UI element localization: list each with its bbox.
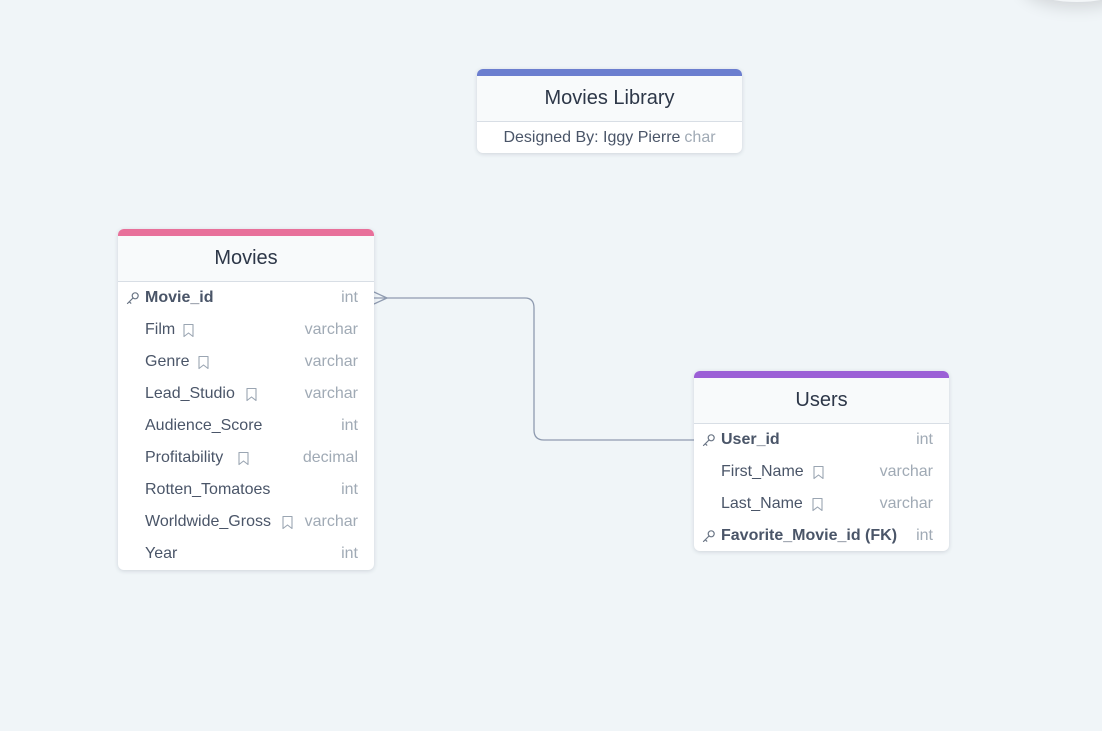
field-name: Audience_Score bbox=[145, 417, 263, 434]
users-field-row[interactable]: Favorite_Movie_id (FK) int bbox=[694, 520, 949, 551]
movies-field-row[interactable]: Worldwide_Gross varchar bbox=[118, 506, 374, 538]
field-type: varchar bbox=[879, 495, 933, 512]
field-name: Worldwide_Gross bbox=[145, 513, 271, 530]
bookmark-icon bbox=[198, 355, 209, 370]
field-name: Genre bbox=[145, 353, 190, 370]
bookmark-icon bbox=[812, 497, 823, 512]
field-name: Profitability bbox=[145, 449, 224, 466]
crow-foot-icon bbox=[373, 291, 388, 305]
bookmark-icon bbox=[238, 451, 249, 466]
field-type: int bbox=[341, 417, 358, 434]
library-color-bar bbox=[477, 69, 742, 76]
library-title: Movies Library bbox=[477, 76, 742, 122]
field-type: varchar bbox=[304, 321, 358, 338]
field-name: Year bbox=[145, 545, 178, 562]
users-field-list: User_id int First_Name varchar Last_Name… bbox=[694, 424, 949, 551]
library-card[interactable]: Movies Library Designed By: Iggy Pierre … bbox=[477, 69, 742, 153]
field-name: First_Name bbox=[721, 463, 804, 480]
field-name: Movie_id bbox=[145, 289, 214, 306]
key-icon bbox=[702, 530, 715, 543]
field-name: User_id bbox=[721, 431, 780, 448]
field-type: int bbox=[916, 431, 933, 448]
users-table-title: Users bbox=[694, 378, 949, 424]
relationship-line bbox=[374, 297, 694, 441]
library-designer: Designed By: Iggy Pierre bbox=[503, 128, 681, 146]
bookmark-icon bbox=[246, 387, 257, 402]
bookmark-icon bbox=[813, 465, 824, 480]
library-subtitle: Designed By: Iggy Pierre char bbox=[477, 122, 742, 153]
bookmark-icon bbox=[183, 323, 194, 338]
users-field-row[interactable]: User_id int bbox=[694, 424, 949, 456]
field-type: int bbox=[341, 545, 358, 562]
movies-field-list: Movie_id int Film varchar Genre varchar … bbox=[118, 282, 374, 570]
field-type: varchar bbox=[879, 463, 933, 480]
bookmark-icon bbox=[282, 515, 293, 530]
key-icon bbox=[702, 434, 715, 447]
library-type: char bbox=[684, 128, 716, 146]
field-name: Rotten_Tomatoes bbox=[145, 481, 271, 498]
movies-field-row[interactable]: Year int bbox=[118, 538, 374, 570]
field-name: Film bbox=[145, 321, 176, 338]
movies-color-bar bbox=[118, 229, 374, 236]
movies-field-row[interactable]: Genre varchar bbox=[118, 346, 374, 378]
users-field-row[interactable]: Last_Name varchar bbox=[694, 488, 949, 520]
users-color-bar bbox=[694, 371, 949, 378]
field-type: int bbox=[916, 527, 933, 544]
field-name: Lead_Studio bbox=[145, 385, 235, 402]
movies-table[interactable]: Movies Movie_id int Film varchar Genre v… bbox=[118, 229, 374, 570]
movies-field-row[interactable]: Movie_id int bbox=[118, 282, 374, 314]
field-type: decimal bbox=[302, 449, 358, 466]
key-icon bbox=[126, 292, 139, 305]
movies-field-row[interactable]: Film varchar bbox=[118, 314, 374, 346]
field-type: varchar bbox=[304, 353, 358, 370]
field-name: Favorite_Movie_id (FK) bbox=[721, 527, 898, 544]
field-type: int bbox=[341, 289, 358, 306]
field-type: int bbox=[341, 481, 358, 498]
corner-panel-shadow bbox=[1022, 0, 1102, 2]
field-name: Last_Name bbox=[721, 495, 803, 512]
movies-table-title: Movies bbox=[118, 236, 374, 282]
field-type: varchar bbox=[304, 513, 358, 530]
field-type: varchar bbox=[304, 385, 358, 402]
movies-field-row[interactable]: Rotten_Tomatoes int bbox=[118, 474, 374, 506]
users-table[interactable]: Users User_id int First_Name varchar Las… bbox=[694, 371, 949, 551]
users-field-row[interactable]: First_Name varchar bbox=[694, 456, 949, 488]
movies-field-row[interactable]: Audience_Score int bbox=[118, 410, 374, 442]
movies-field-row[interactable]: Profitability decimal bbox=[118, 442, 374, 474]
movies-field-row[interactable]: Lead_Studio varchar bbox=[118, 378, 374, 410]
